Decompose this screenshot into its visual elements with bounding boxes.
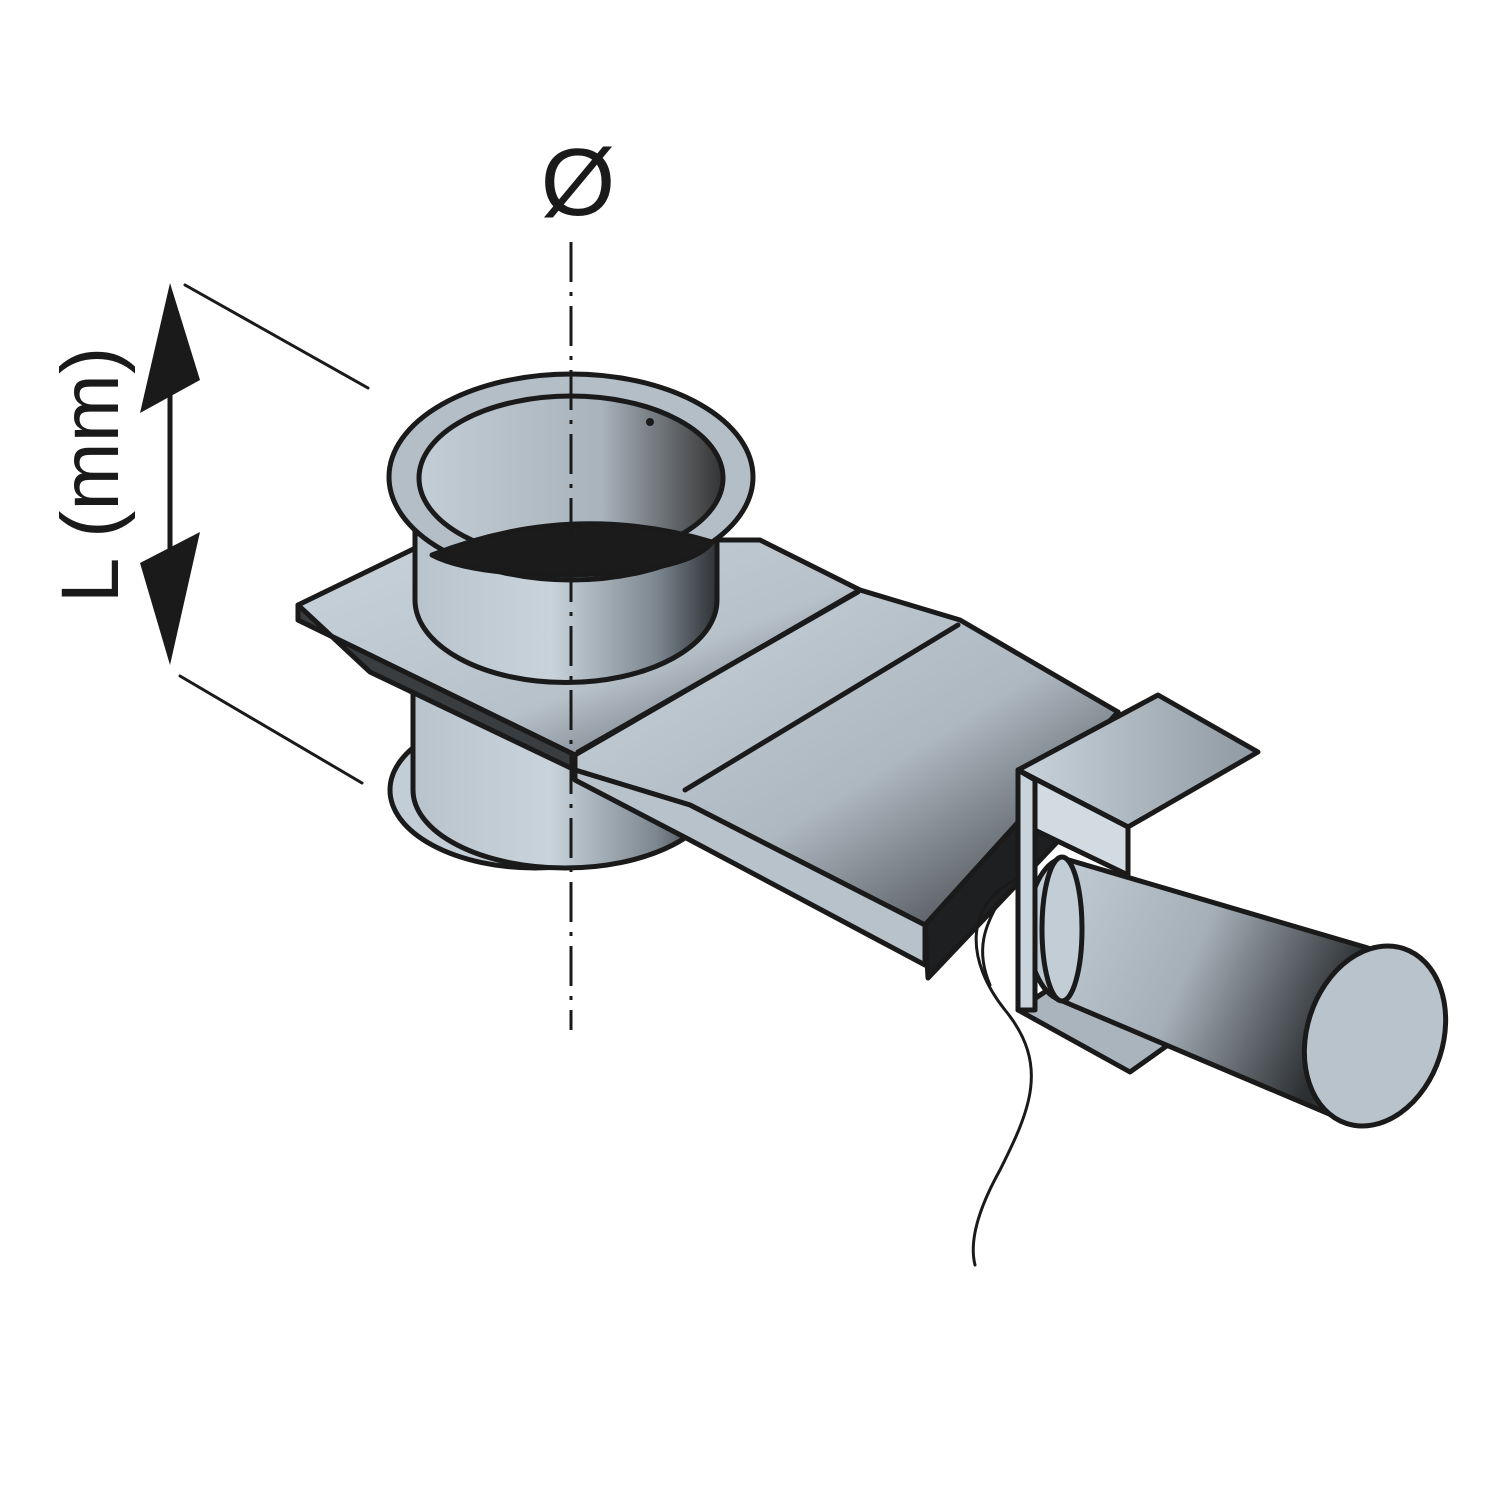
channel-seam-1: [575, 589, 861, 755]
side-pipe: [1025, 854, 1449, 1129]
extension-line-top: [183, 283, 370, 390]
extension-line-bottom: [178, 674, 364, 785]
clamp-front-flap: [1015, 767, 1038, 1013]
channel-seam-2: [682, 622, 961, 793]
diameter-label: Ø: [541, 129, 616, 236]
cable-loop: [981, 898, 1002, 987]
length-dimension-arrow: [140, 283, 200, 665]
cable: [971, 878, 1033, 1267]
length-label: L (mm): [45, 347, 136, 604]
